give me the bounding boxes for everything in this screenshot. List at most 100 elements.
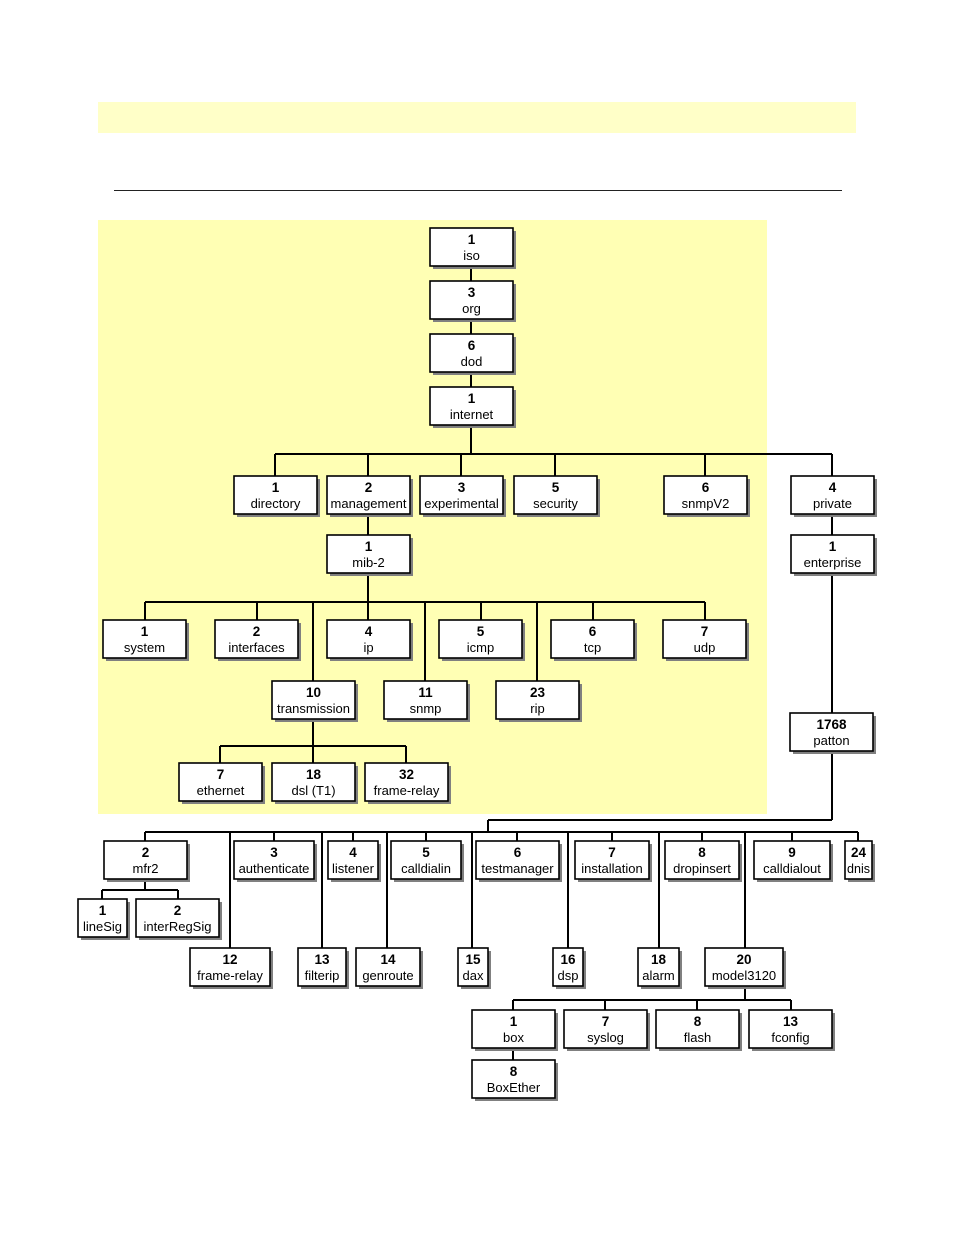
node-box <box>102 619 187 659</box>
node-box <box>355 947 421 987</box>
node-box <box>429 333 514 373</box>
node-number: 18 <box>651 952 667 967</box>
node-number: 2 <box>142 845 150 860</box>
node-box <box>214 619 299 659</box>
node-box <box>844 840 873 880</box>
node-box <box>552 947 584 987</box>
node-label: iso <box>463 248 480 263</box>
node-number: 1 <box>99 903 107 918</box>
node-number: 8 <box>698 845 706 860</box>
node-number: 3 <box>468 285 476 300</box>
node-label: BoxEther <box>487 1080 541 1095</box>
node-label: dnis <box>847 861 870 876</box>
node-label: ethernet <box>197 783 245 798</box>
node-number: 23 <box>530 685 546 700</box>
node-label: patton <box>813 733 849 748</box>
node-number: 9 <box>788 845 796 860</box>
node-label: filterip <box>305 968 340 983</box>
node-number: 15 <box>465 952 481 967</box>
node-box <box>662 619 747 659</box>
node-label: alarm <box>642 968 675 983</box>
node-box <box>135 898 220 938</box>
node-number: 20 <box>736 952 751 967</box>
node-label: flash <box>684 1030 711 1045</box>
node-box <box>789 712 874 752</box>
node-box <box>326 619 411 659</box>
node-number: 2 <box>253 624 261 639</box>
node-label: rip <box>530 701 544 716</box>
node-label: experimental <box>424 496 499 511</box>
node-number: 1 <box>365 539 373 554</box>
header-banner <box>98 102 856 133</box>
node-number: 11 <box>418 685 433 700</box>
node-number: 6 <box>702 480 710 495</box>
node-number: 1 <box>141 624 149 639</box>
node-label: dsl (T1) <box>291 783 335 798</box>
node-box <box>663 475 748 515</box>
node-box <box>390 840 462 880</box>
node-box <box>233 840 315 880</box>
node-label: icmp <box>467 640 494 655</box>
node-label: dod <box>461 354 483 369</box>
node-label: org <box>462 301 481 316</box>
node-number: 4 <box>365 624 373 639</box>
node-box <box>495 680 580 720</box>
node-box <box>513 475 598 515</box>
node-box <box>475 840 560 880</box>
node-label: tcp <box>584 640 601 655</box>
node-number: 18 <box>306 767 322 782</box>
node-label: listener <box>332 861 375 876</box>
node-number: 1 <box>468 391 476 406</box>
node-label: frame-relay <box>374 783 440 798</box>
node-number: 7 <box>217 767 225 782</box>
node-number: 2 <box>174 903 182 918</box>
node-box <box>704 947 784 987</box>
node-box <box>103 840 188 880</box>
node-number: 6 <box>589 624 597 639</box>
node-box <box>471 1059 556 1099</box>
node-label: mfr2 <box>133 861 159 876</box>
node-number: 16 <box>560 952 576 967</box>
node-label: ip <box>363 640 373 655</box>
node-number: 8 <box>510 1064 518 1079</box>
node-number: 10 <box>306 685 321 700</box>
header-rule <box>114 190 842 191</box>
node-label: genroute <box>362 968 413 983</box>
node-number: 2 <box>365 480 373 495</box>
node-number: 32 <box>399 767 414 782</box>
node-number: 4 <box>349 845 357 860</box>
node-label: security <box>533 496 578 511</box>
node-number: 13 <box>314 952 330 967</box>
node-box <box>429 386 514 426</box>
node-number: 5 <box>477 624 485 639</box>
node-label: transmission <box>277 701 350 716</box>
node-label: private <box>813 496 852 511</box>
node-box <box>790 475 875 515</box>
node-label: testmanager <box>481 861 554 876</box>
node-box <box>655 1009 740 1049</box>
node-box <box>429 227 514 267</box>
node-box <box>753 840 831 880</box>
node-box <box>429 280 514 320</box>
